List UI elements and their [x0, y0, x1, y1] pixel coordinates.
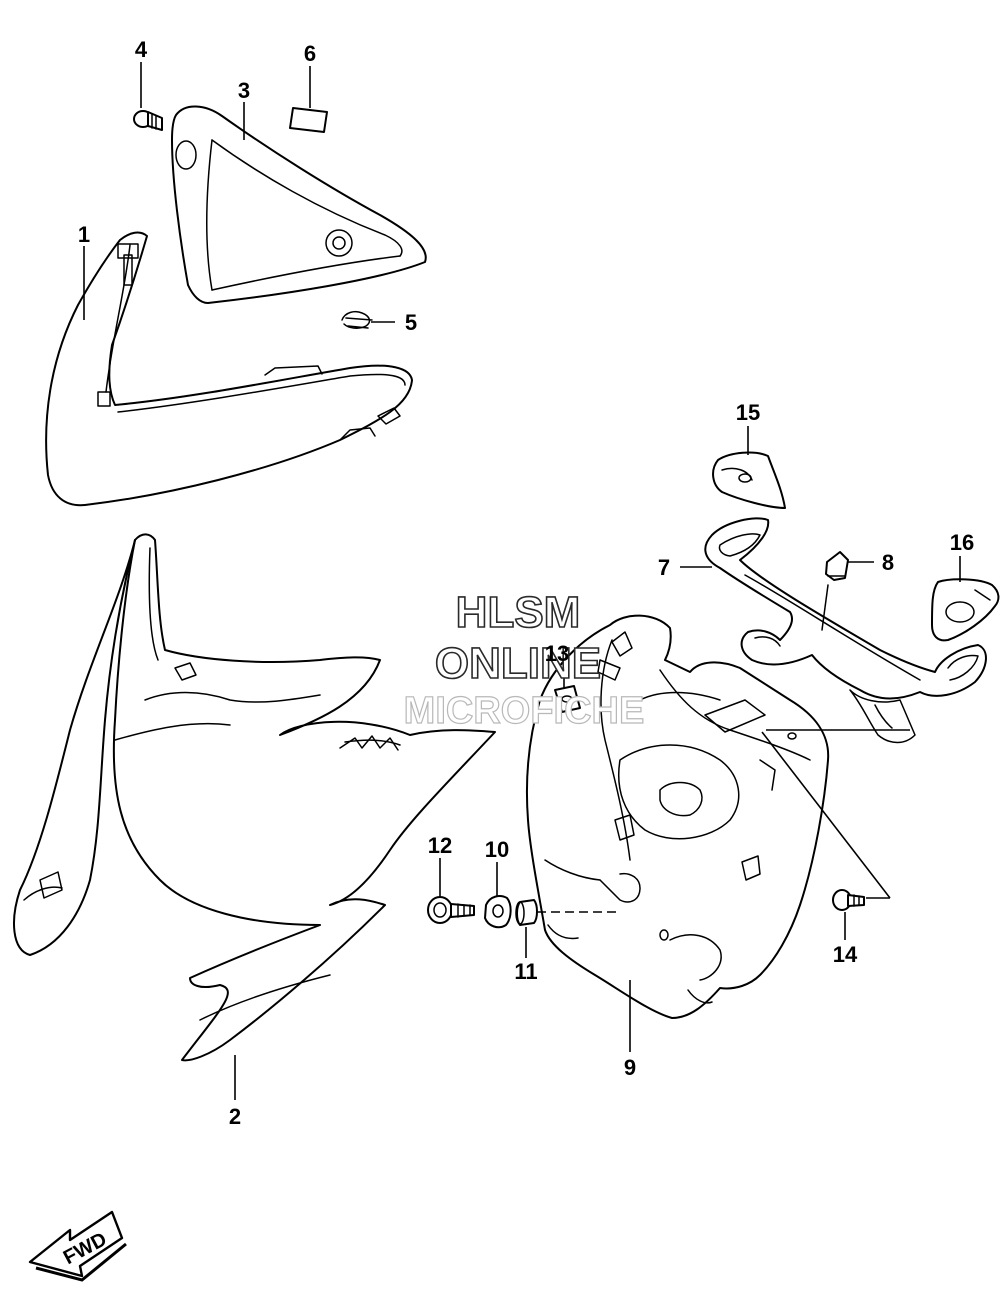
- callout-14: 14: [833, 942, 858, 967]
- callout-13: 13: [545, 641, 569, 666]
- part-5-clip[interactable]: [341, 310, 373, 329]
- part-1-front-cowl[interactable]: [45, 231, 413, 507]
- part-15-bracket-cover[interactable]: [712, 451, 786, 509]
- callout-9: 9: [624, 1055, 636, 1080]
- callout-4: 4: [135, 37, 148, 62]
- callout-12: 12: [428, 833, 452, 858]
- callout-15: 15: [736, 400, 760, 425]
- callout-7: 7: [658, 555, 670, 580]
- watermark-line-2: ONLINE: [435, 639, 601, 688]
- leader-lines: [83, 62, 961, 1100]
- callout-3: 3: [238, 78, 250, 103]
- fwd-direction-badge: FWD: [28, 1210, 127, 1282]
- watermark: HLSM ONLINE MICROFICHE: [403, 587, 645, 732]
- watermark-line-3: MICROFICHE: [404, 690, 645, 732]
- part-9-meter-bracket[interactable]: [525, 614, 830, 1019]
- part-16-mirror-cover[interactable]: [931, 578, 1000, 642]
- part-6-label[interactable]: [289, 107, 328, 133]
- arrow-icon: [28, 1210, 124, 1278]
- callout-5: 5: [405, 310, 417, 335]
- callout-8: 8: [882, 550, 894, 575]
- part-4-bolt[interactable]: [133, 110, 163, 131]
- callout-2: 2: [229, 1104, 241, 1129]
- part-3-upper-cowl[interactable]: [171, 105, 427, 304]
- part-8-pin[interactable]: [825, 551, 849, 581]
- part-7-cowl-stay[interactable]: [704, 517, 987, 744]
- callout-11: 11: [514, 959, 537, 984]
- part-2-side-panel[interactable]: [13, 533, 496, 1062]
- callout-1: 1: [78, 222, 90, 247]
- part-11-collar[interactable]: [515, 899, 538, 926]
- part-10-grommet[interactable]: [484, 895, 512, 929]
- callout-10: 10: [485, 837, 509, 862]
- part-14-bolt[interactable]: [832, 889, 865, 911]
- part-12-bolt[interactable]: [427, 896, 475, 924]
- callout-labels: 4 6 3 1 5 15 16 7 8 13 12 10 11 14 9 2: [78, 37, 974, 1129]
- callout-6: 6: [304, 41, 316, 66]
- part-13-clip-nut[interactable]: [554, 685, 581, 713]
- watermark-line-1: HLSM: [456, 588, 581, 637]
- callout-16: 16: [950, 530, 974, 555]
